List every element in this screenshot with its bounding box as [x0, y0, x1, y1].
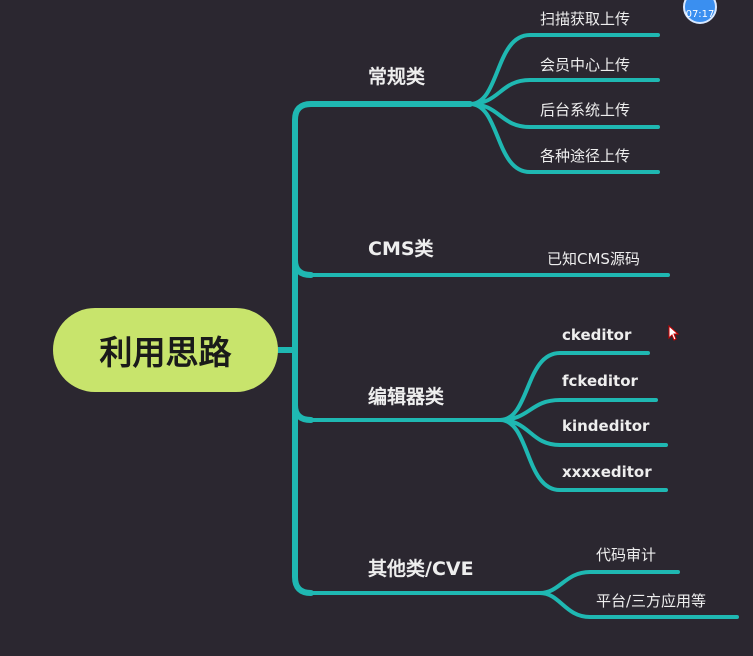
leaf-lines-regular: [468, 33, 660, 174]
branch-editor[interactable]: 编辑器类: [368, 386, 445, 408]
mouse-cursor-icon: [668, 325, 680, 341]
branch-cms[interactable]: CMS类: [368, 238, 434, 260]
leaf-node[interactable]: kindeditor: [562, 417, 650, 435]
leaf-lines-editor: [498, 351, 668, 492]
leaf-node[interactable]: 会员中心上传: [540, 56, 631, 74]
root-node[interactable]: 利用思路: [53, 308, 278, 392]
leaf-node[interactable]: 平台/三方应用等: [596, 592, 707, 610]
branch-regular[interactable]: 常规类: [368, 66, 426, 88]
branch-other-cve[interactable]: 其他类/CVE: [368, 558, 474, 580]
trunk-line: [292, 101, 473, 596]
leaf-node[interactable]: fckeditor: [562, 372, 638, 390]
leaf-node[interactable]: ckeditor: [562, 326, 632, 344]
leaf-node[interactable]: 各种途径上传: [540, 147, 631, 165]
leaf-node[interactable]: 后台系统上传: [540, 101, 631, 119]
leaf-lines-other: [538, 570, 739, 619]
leaf-node[interactable]: xxxxeditor: [562, 463, 652, 481]
leaf-node[interactable]: 扫描获取上传: [540, 10, 631, 28]
leaf-node[interactable]: 代码审计: [596, 546, 657, 564]
leaf-node[interactable]: 已知CMS源码: [547, 250, 640, 268]
